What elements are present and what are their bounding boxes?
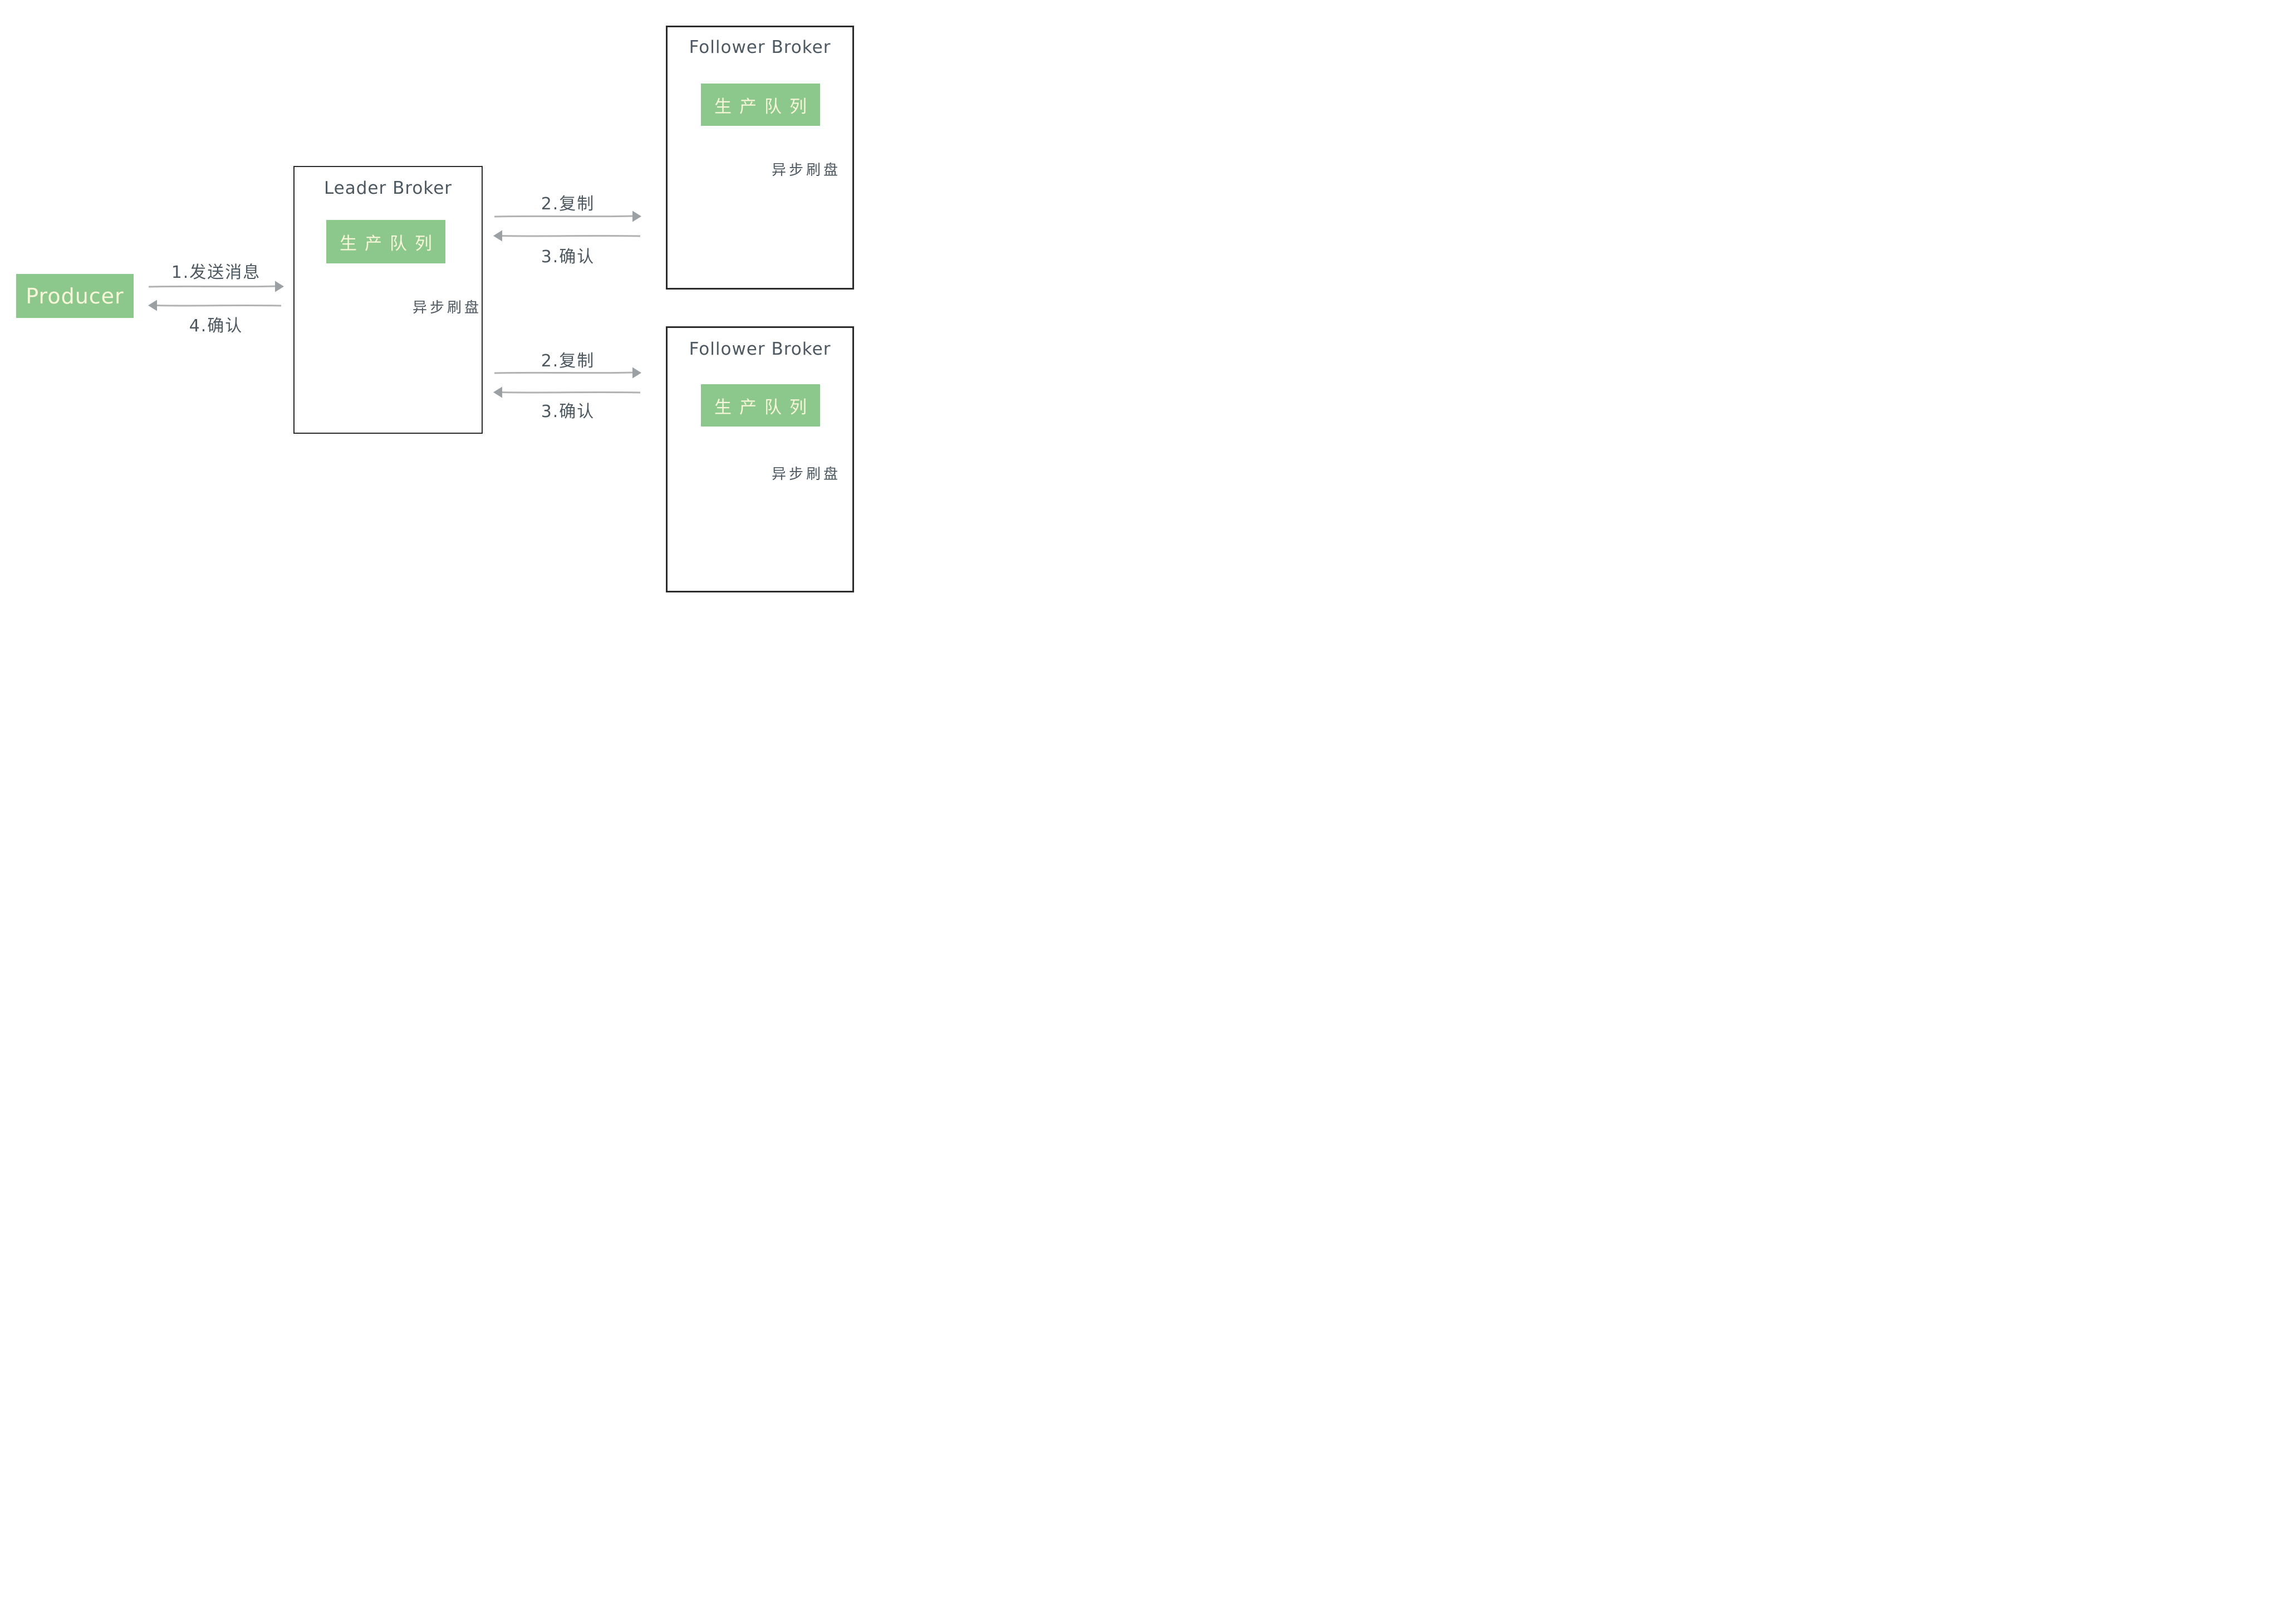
follower-broker-top-title: Follower Broker	[689, 37, 831, 57]
follower-bottom-ack-arrow-icon	[493, 386, 641, 398]
diagram-canvas: Producer 1.发送消息 4.确认 2.复制 3.确认 2.复制 3.确认…	[0, 0, 861, 610]
replicate-bottom-ack-label: 3.确认	[541, 402, 595, 422]
follower-top-ack-arrow-icon	[493, 230, 641, 242]
producer-ack-arrow-icon	[148, 300, 282, 311]
producer-ack-label: 4.确认	[189, 316, 243, 336]
replicate-top-ack-label: 3.确认	[541, 247, 595, 267]
follower-broker-bottom-box: Follower Broker 生产队列 异步刷盘	[666, 326, 854, 592]
follower-top-queue-node: 生产队列	[701, 84, 820, 126]
leader-queue-node: 生产队列	[326, 220, 445, 263]
replicate-top-label: 2.复制	[541, 194, 595, 214]
producer-node: Producer	[16, 274, 134, 318]
follower-bottom-flush-label: 异步刷盘	[772, 466, 841, 483]
follower-bottom-queue-node: 生产队列	[701, 384, 820, 427]
leader-broker-title: Leader Broker	[323, 178, 453, 198]
leader-broker-box: Leader Broker 生产队列 异步刷盘	[293, 166, 483, 434]
follower-broker-top-box: Follower Broker 生产队列 异步刷盘	[666, 26, 854, 290]
follower-broker-bottom-title: Follower Broker	[689, 339, 831, 359]
send-message-label: 1.发送消息	[171, 263, 261, 282]
replicate-bottom-label: 2.复制	[541, 351, 595, 371]
leader-flush-label: 异步刷盘	[413, 300, 482, 316]
follower-top-flush-label: 异步刷盘	[772, 162, 841, 179]
